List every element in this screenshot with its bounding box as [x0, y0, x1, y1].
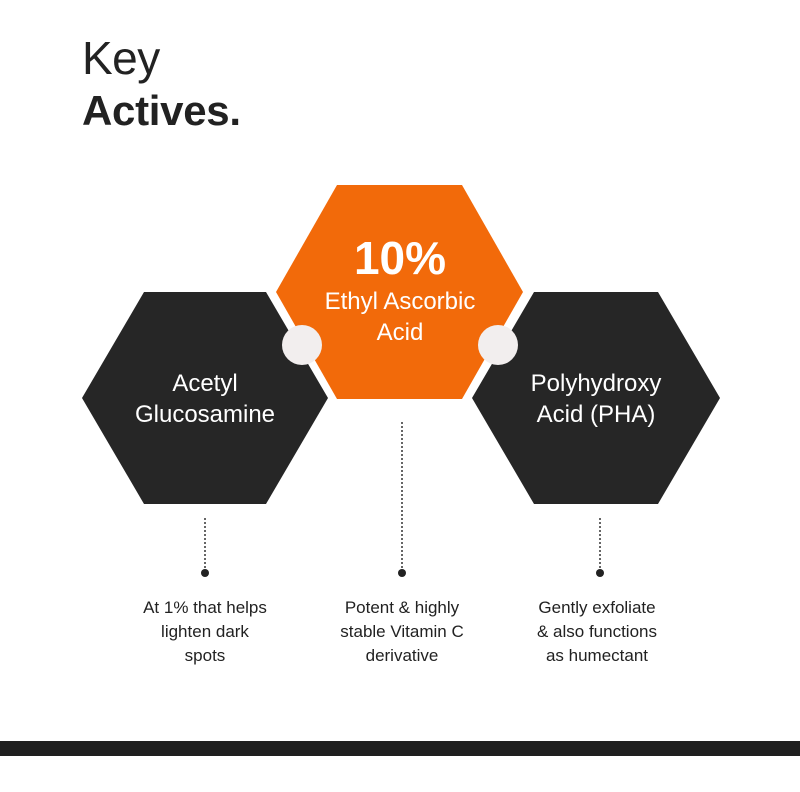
description-center-line-2: stable Vitamin C [340, 622, 464, 641]
description-right-line-2: & also functions [536, 622, 657, 641]
description-center: Potent & highly stable Vitamin C derivat… [312, 596, 492, 668]
active-name-right-line-1: Polyhydroxy [530, 370, 662, 397]
active-name-left: Acetyl Glucosamine [105, 368, 305, 430]
hexagon-left [82, 292, 328, 504]
hexagon-right [472, 292, 720, 504]
active-name-right-line-2: Acid (PHA) [536, 401, 656, 428]
footer-bar [0, 741, 800, 756]
active-name-left-line-1: Acetyl [172, 370, 238, 397]
pointer-dot-left [201, 569, 209, 577]
active-name-center-line-1: Ethyl Ascorbic [324, 288, 476, 315]
description-right: Gently exfoliate & also functions as hum… [507, 596, 687, 668]
pointer-dot-center [398, 569, 406, 577]
active-percent-center: 10% [353, 232, 447, 284]
description-right-line-1: Gently exfoliate [538, 598, 656, 617]
description-left-line-3: spots [184, 646, 226, 665]
active-name-left-line-2: Glucosamine [134, 401, 276, 428]
description-center-line-3: derivative [365, 646, 439, 665]
description-center-line-1: Potent & highly [344, 598, 460, 617]
connector-right [478, 325, 518, 365]
active-name-center: Ethyl Ascorbic Acid [290, 286, 510, 348]
pointer-dot-right [596, 569, 604, 577]
connector-left [282, 325, 322, 365]
description-left-line-2: lighten dark [161, 622, 249, 641]
hexagon-center [276, 185, 523, 399]
active-name-right: Polyhydroxy Acid (PHA) [496, 368, 696, 430]
heading-line-1: Key [82, 32, 160, 84]
active-name-center-line-2: Acid [376, 319, 424, 346]
description-right-line-3: as humectant [545, 646, 649, 665]
description-left-line-1: At 1% that helps [143, 598, 267, 617]
description-left: At 1% that helps lighten dark spots [115, 596, 295, 668]
heading-line-2: Actives. [82, 87, 241, 134]
